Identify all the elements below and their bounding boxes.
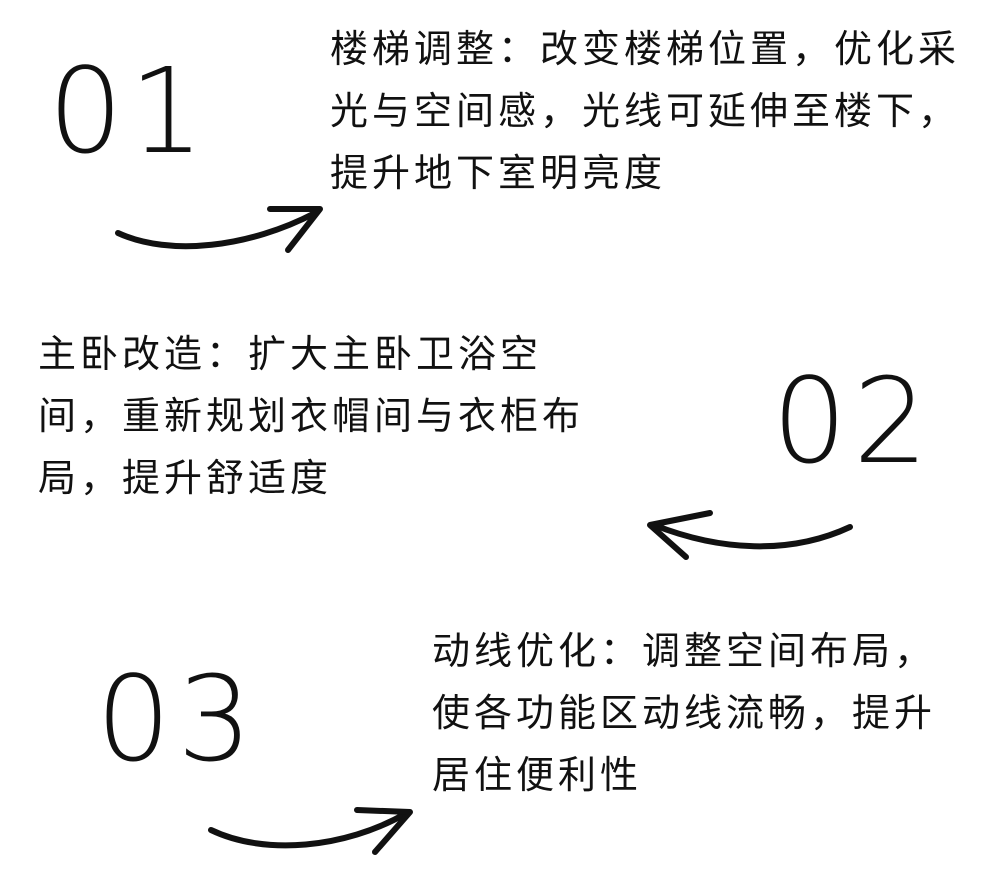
step-03-line: 动线优化：调整空间布局， bbox=[432, 629, 937, 673]
step-03-line: 居住便利性 bbox=[432, 753, 643, 797]
arrow-right-icon bbox=[115, 206, 323, 253]
step-number-01: 01 bbox=[48, 42, 211, 180]
step-02-line: 局，提升舒适度 bbox=[38, 456, 333, 500]
step-01-line: 提升地下室明亮度 bbox=[330, 151, 667, 195]
step-text-03: 动线优化：调整空间布局， 使各功能区动线流畅，提升 居住便利性 bbox=[432, 620, 992, 806]
step-01-line: 楼梯调整：改变楼梯位置，优化采 bbox=[330, 27, 961, 71]
step-01-line: 光与空间感，光线可延伸至楼下， bbox=[330, 89, 961, 133]
step-02-line: 间，重新规划衣帽间与衣柜布 bbox=[38, 394, 585, 438]
step-text-02: 主卧改造：扩大主卧卫浴空 间，重新规划衣帽间与衣柜布 局，提升舒适度 bbox=[38, 323, 638, 509]
arrow-right-icon bbox=[208, 807, 413, 855]
step-02-line: 主卧改造：扩大主卧卫浴空 bbox=[38, 332, 543, 376]
arrow-left-icon bbox=[647, 510, 853, 560]
step-number-03: 03 bbox=[96, 650, 259, 788]
step-03-line: 使各功能区动线流畅，提升 bbox=[432, 691, 937, 735]
step-number-02: 02 bbox=[772, 352, 935, 490]
step-text-01: 楼梯调整：改变楼梯位置，优化采 光与空间感，光线可延伸至楼下， 提升地下室明亮度 bbox=[330, 18, 990, 204]
